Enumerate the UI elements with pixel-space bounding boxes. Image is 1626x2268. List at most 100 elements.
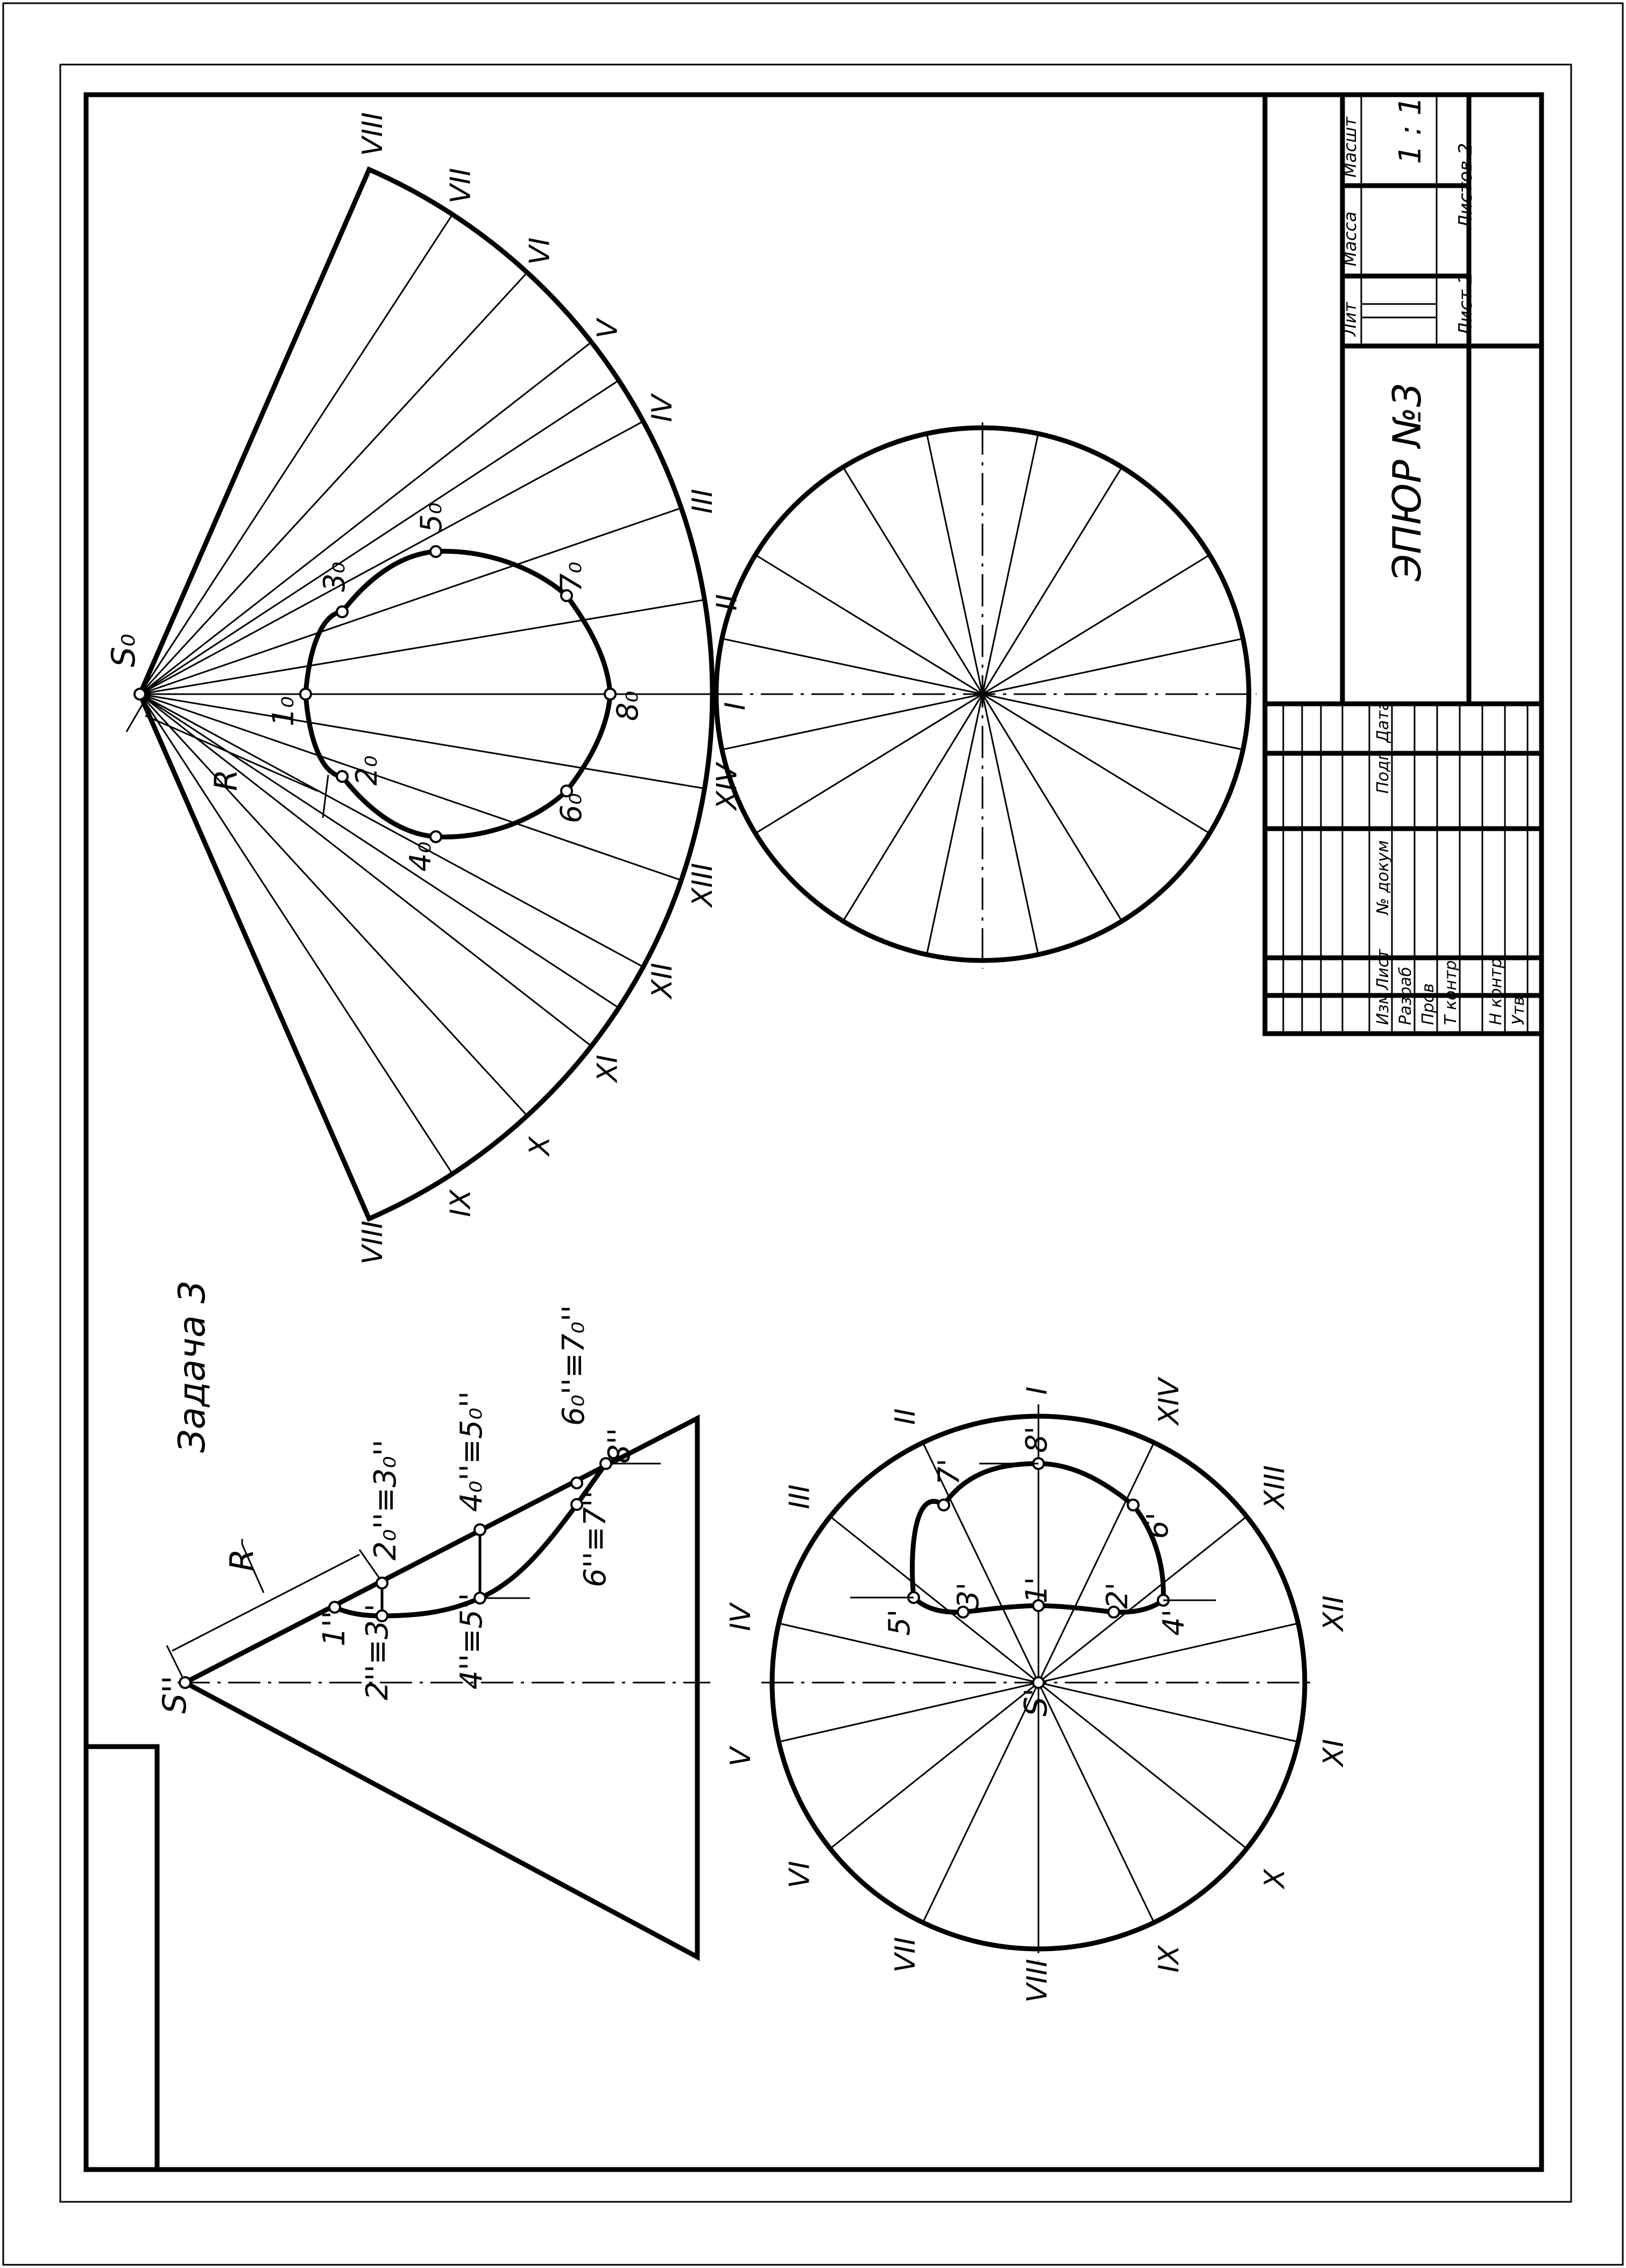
top-point-6 <box>1127 1499 1140 1511</box>
dev-point-3 <box>336 605 349 618</box>
top-generatrix-line <box>779 1681 1039 1743</box>
top-generatrix-line <box>922 1682 1040 1923</box>
top-generatrix-label: VIII <box>1021 1959 1054 2003</box>
dev-point-5 <box>429 545 442 558</box>
top-label-6: 6' <box>1141 1513 1175 1539</box>
tb-izm: Изм <box>1374 992 1392 1025</box>
development-ray-label: VI <box>524 237 556 265</box>
top-point-1 <box>1032 1599 1045 1612</box>
front-label-6: 6''≡7'' <box>578 1490 613 1587</box>
top-generatrix-line <box>779 1622 1039 1684</box>
development-ray <box>139 693 592 1047</box>
top-generatrix-label: IX <box>1153 1945 1185 1973</box>
development-ray <box>139 693 705 789</box>
front-point-7 <box>570 1476 583 1489</box>
corner-stamp <box>83 1744 160 2172</box>
top-generatrix-line <box>830 1516 1039 1684</box>
front-apex-point <box>179 1676 192 1689</box>
r-dimension-line <box>172 1553 360 1652</box>
front-point-3 <box>376 1577 388 1589</box>
development-ray-label: XII <box>646 963 678 1000</box>
front-label-4: 4''≡5'' <box>454 1593 489 1690</box>
dev-r-tick <box>322 774 329 818</box>
tb-role-5: Утв <box>1509 997 1528 1025</box>
title-block: ЭПЮР №3 Лит Масса Масшт 1 : 1 Лист 2 Лис… <box>1262 92 1544 1036</box>
development-ray-label: IV <box>646 393 678 422</box>
dev-point-2 <box>336 770 349 783</box>
tb-role-1: Разраб <box>1396 967 1415 1025</box>
top-generatrix-label: X <box>1259 1868 1291 1890</box>
development-ray <box>139 420 644 695</box>
tb-podp: Подп <box>1374 750 1392 794</box>
development-ray-label: VII <box>445 168 477 203</box>
development-ray <box>139 272 528 695</box>
dev-r-label: R <box>208 769 244 791</box>
dev-label-2: 2₀ <box>350 755 384 786</box>
tb-role-4: Н контр <box>1487 958 1505 1025</box>
dev-r-tick-2 <box>125 699 146 732</box>
tb-data: Дата <box>1374 701 1392 744</box>
top-label-7: 7' <box>932 1459 966 1485</box>
title-block-title: ЭПЮР №3 <box>1384 383 1430 582</box>
r-label: R <box>223 1549 261 1571</box>
front-label-3: 2₀''≡3₀'' <box>368 1439 403 1560</box>
top-generatrix-line <box>1037 1442 1155 1683</box>
tb-role-3: Т контр <box>1441 960 1460 1025</box>
top-label-3: 3' <box>951 1582 985 1609</box>
development-ray-label: X <box>524 1136 556 1157</box>
title-block-grid <box>1265 701 1542 1036</box>
top-generatrix-label: V <box>725 1746 757 1767</box>
development-ray-label: I <box>719 702 752 710</box>
tb-role-2: Пров <box>1419 983 1438 1025</box>
development-ray-label: III <box>687 489 719 514</box>
development-ray-label: VIII <box>357 1220 389 1264</box>
top-label-4: 4' <box>1157 1609 1191 1636</box>
top-label-8: 8' <box>1020 1426 1054 1453</box>
front-view: R Задача 3 S'' 1'' 2''≡3'' 2₀''≡3₀'' 4''… <box>156 1280 710 1961</box>
front-point-6 <box>570 1498 583 1511</box>
top-generatrix-label: VII <box>889 1937 922 1973</box>
top-generatrix-lines <box>779 1416 1298 1949</box>
top-generatrix-line <box>1038 1681 1247 1849</box>
task-label: Задача 3 <box>171 1280 214 1453</box>
frame-border <box>83 92 1544 2172</box>
top-center-label: S' <box>1017 1688 1054 1716</box>
tb-massa: Масса <box>1340 211 1360 266</box>
top-generatrix-label: VI <box>783 1861 816 1888</box>
top-generatrix-label: XI <box>1318 1739 1350 1768</box>
tb-scale: 1 : 1 <box>1393 96 1428 164</box>
front-label-8: 8'' <box>602 1428 637 1464</box>
trim-border <box>59 63 1572 2203</box>
front-point-1 <box>328 1601 341 1614</box>
front-apex-label: S'' <box>156 1676 194 1714</box>
development-ray-label: VIII <box>357 112 389 156</box>
dev-point-1 <box>299 688 312 701</box>
top-generatrix-label: I <box>1021 1387 1054 1395</box>
dev-apex-point <box>133 688 146 701</box>
front-point-8 <box>599 1457 612 1470</box>
top-generatrix-line <box>1038 1516 1247 1684</box>
development-ray <box>139 693 644 968</box>
dev-r-line <box>145 715 318 792</box>
dev-point-4 <box>429 830 442 843</box>
top-generatrix-label: IV <box>725 1602 757 1631</box>
base-circle-generatrix-lines <box>722 433 1243 955</box>
top-point-3 <box>957 1606 970 1619</box>
top-point-7 <box>937 1499 950 1511</box>
development-ray <box>139 214 454 695</box>
r-ext-1 <box>166 1645 186 1683</box>
tb-listov: Листов 2 <box>1455 143 1476 230</box>
top-generatrix-line <box>830 1681 1039 1849</box>
dev-apex-label: S₀ <box>105 634 143 667</box>
top-generatrix-label: XIII <box>1259 1465 1291 1511</box>
base-circle-chord <box>925 433 1040 955</box>
development-ray-label: XI <box>591 1055 624 1084</box>
top-label-1: 1' <box>1020 1577 1054 1603</box>
dev-label-7: 7₀ <box>554 562 588 592</box>
top-generatrix-line <box>1037 1682 1155 1923</box>
